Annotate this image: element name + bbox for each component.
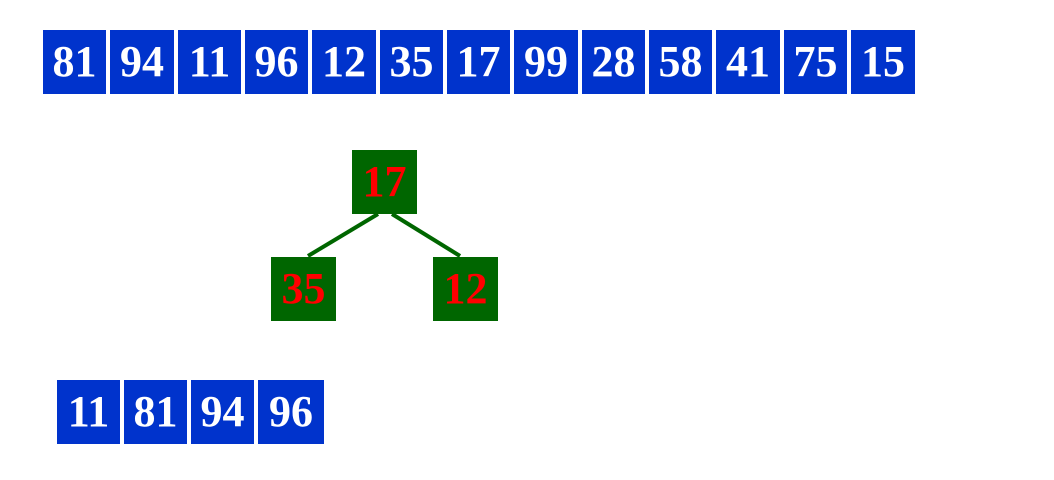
input-cell: 75	[784, 30, 847, 94]
input-cell: 81	[43, 30, 106, 94]
output-cell: 96	[258, 380, 324, 444]
output-cell: 81	[124, 380, 187, 444]
input-cell: 99	[514, 30, 578, 94]
input-cell: 28	[582, 30, 645, 94]
input-cell: 12	[312, 30, 376, 94]
input-cell: 41	[716, 30, 780, 94]
input-cell: 17	[447, 30, 510, 94]
input-cell: 35	[380, 30, 443, 94]
heap-left-node: 35	[271, 257, 336, 321]
input-cell: 96	[245, 30, 308, 94]
heap-right-value: 12	[443, 264, 488, 313]
input-cell: 15	[851, 30, 915, 94]
heap-root-value: 17	[362, 157, 407, 206]
edge-root-right	[390, 212, 462, 258]
input-cell: 58	[649, 30, 712, 94]
output-cell: 11	[57, 380, 120, 444]
output-cell: 94	[191, 380, 254, 444]
input-cell: 94	[110, 30, 174, 94]
heap-right-node: 12	[433, 257, 498, 321]
heap-root-node: 17	[352, 150, 417, 214]
input-cell: 11	[178, 30, 241, 94]
heap-left-value: 35	[281, 264, 326, 313]
edge-root-left	[306, 212, 380, 258]
